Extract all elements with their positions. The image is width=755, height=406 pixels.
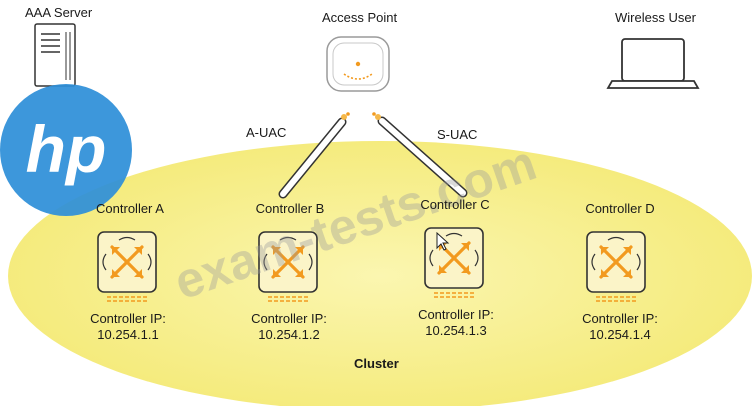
controller-a-name: Controller A <box>96 201 164 216</box>
mouse-cursor-icon <box>436 232 450 251</box>
controller-c-ip-label: Controller IP: <box>418 307 494 322</box>
controller-b-icon <box>258 231 318 302</box>
controller-b-ip-block: Controller IP: 10.254.1.2 <box>219 311 359 343</box>
controller-d-ip-label: Controller IP: <box>582 311 658 326</box>
controller-c-name: Controller C <box>420 197 490 212</box>
controller-d-name: Controller D <box>585 201 655 216</box>
controller-d-ip: 10.254.1.4 <box>589 327 651 342</box>
cluster-label: Cluster <box>354 356 399 371</box>
controller-a-ip: 10.254.1.1 <box>97 327 159 342</box>
controller-b-ip: 10.254.1.2 <box>258 327 320 342</box>
hp-logo-icon: hp <box>0 84 132 216</box>
wireless-user-label: Wireless User <box>615 10 696 25</box>
controller-c-ip-block: Controller IP: 10.254.1.3 <box>386 307 526 339</box>
link-a-uac <box>278 112 350 199</box>
controller-c-ip: 10.254.1.3 <box>425 323 487 338</box>
controller-b-ip-label: Controller IP: <box>251 311 327 326</box>
controller-b-name: Controller B <box>255 201 325 216</box>
controller-a-ip-label: Controller IP: <box>90 311 166 326</box>
access-point-icon <box>326 36 390 92</box>
a-uac-label: A-UAC <box>246 125 287 140</box>
server-icon <box>34 23 76 87</box>
aaa-server-label: AAA Server <box>25 5 93 20</box>
access-point-label: Access Point <box>322 10 398 25</box>
controller-a-icon <box>97 231 157 302</box>
controller-c-icon <box>424 227 484 298</box>
link-s-uac <box>372 112 468 198</box>
controller-d-icon <box>586 231 646 302</box>
controller-a-ip-block: Controller IP: 10.254.1.1 <box>58 311 198 343</box>
laptop-icon <box>606 38 700 89</box>
s-uac-label: S-UAC <box>437 127 478 142</box>
cluster-area <box>8 141 752 406</box>
hp-logo-text: hp <box>26 112 107 186</box>
controller-d-ip-block: Controller IP: 10.254.1.4 <box>550 311 690 343</box>
